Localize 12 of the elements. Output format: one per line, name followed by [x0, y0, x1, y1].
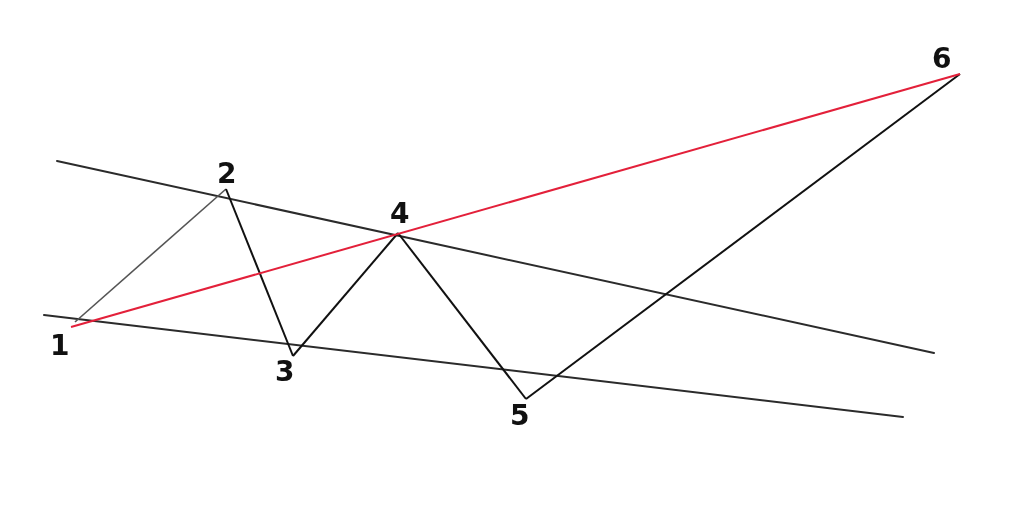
point-number: 6: [932, 45, 952, 73]
wave-line: [292, 232, 399, 357]
point-number: 1: [50, 332, 70, 360]
wave-line: [525, 73, 961, 400]
wave-line: [397, 232, 527, 400]
point-number: 3: [275, 358, 295, 386]
target-line: [70, 73, 961, 328]
point-number: 4: [390, 200, 410, 228]
wave-line: [225, 188, 294, 357]
point-number: 5: [510, 402, 530, 430]
point-number: 2: [217, 160, 237, 188]
wave-line: [74, 188, 227, 323]
